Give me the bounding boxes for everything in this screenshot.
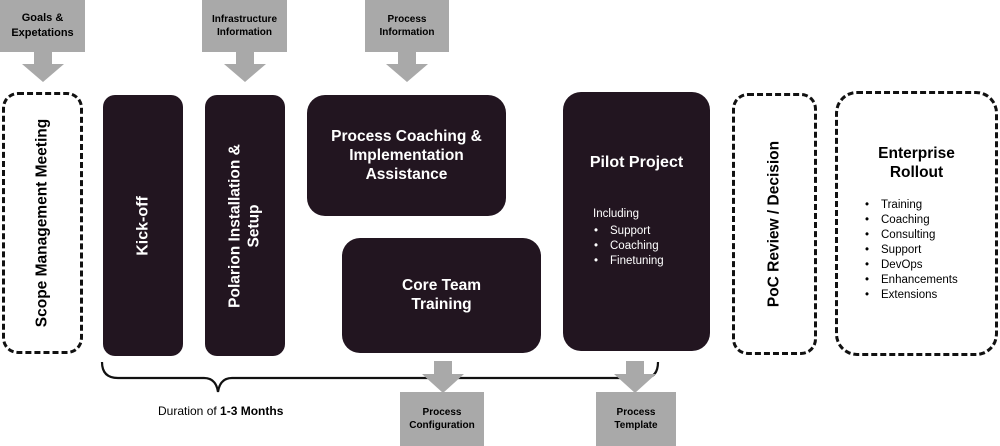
output-configuration-arrow-icon: [422, 361, 464, 393]
list-item: Finetuning: [594, 254, 664, 269]
input-goals-label: Goals & Expetations: [11, 12, 74, 39]
input-process-info: Process Information: [365, 0, 449, 52]
input-process-info-arrow-icon: [386, 52, 428, 82]
duration-label: Duration of 1-3 Months: [158, 404, 283, 418]
phase-process-coaching-label: Process Coaching & Implementation Assist…: [331, 128, 482, 183]
phase-poc-review: PoC Review / Decision: [732, 93, 817, 355]
list-item: Consulting: [865, 228, 958, 243]
list-item: Extensions: [865, 288, 958, 303]
output-template-arrow-icon: [614, 361, 656, 393]
phase-installation: Polarion Installation & Setup: [205, 95, 285, 356]
list-item: Support: [594, 224, 664, 239]
duration-value: 1-3 Months: [220, 404, 284, 418]
list-item: Coaching: [594, 239, 664, 254]
input-process-info-label: Process Information: [379, 13, 435, 39]
list-item: Support: [865, 243, 958, 258]
duration-prefix: Duration of: [158, 404, 221, 418]
input-goals-arrow-icon: [22, 52, 64, 82]
input-goals: Goals & Expetations: [0, 0, 85, 52]
phase-core-team-training: Core Team Training: [342, 238, 541, 353]
phase-scope-management-label: Scope Management Meeting: [33, 118, 51, 328]
list-item: DevOps: [865, 258, 958, 273]
phase-kickoff-label: Kick-off: [134, 195, 152, 256]
phase-installation-label: Polarion Installation & Setup: [226, 143, 262, 308]
input-infrastructure: Infrastructure Information: [202, 0, 287, 52]
list-item: Training: [865, 198, 958, 213]
output-configuration: Process Configuration: [400, 392, 484, 446]
duration-brace: [100, 361, 660, 393]
phase-enterprise-rollout-title: Enterprise Rollout: [878, 145, 955, 181]
list-item: Coaching: [865, 213, 958, 228]
phase-enterprise-rollout: Enterprise Rollout Training Coaching Con…: [835, 91, 998, 356]
phase-pilot-project-intro: Including: [593, 208, 640, 220]
output-template: Process Template: [596, 392, 676, 446]
input-infrastructure-arrow-icon: [224, 52, 266, 82]
list-item: Enhancements: [865, 273, 958, 288]
phase-pilot-project-list: Support Coaching Finetuning: [594, 224, 664, 269]
phase-core-team-training-label: Core Team Training: [402, 277, 481, 313]
output-configuration-label: Process Configuration: [409, 406, 475, 432]
phase-pilot-project: Pilot Project Including Support Coaching…: [563, 92, 710, 351]
input-infrastructure-label: Infrastructure Information: [211, 13, 277, 39]
phase-kickoff: Kick-off: [103, 95, 183, 356]
phase-process-coaching: Process Coaching & Implementation Assist…: [307, 95, 506, 216]
phase-enterprise-rollout-list: Training Coaching Consulting Support Dev…: [865, 198, 958, 303]
phase-pilot-project-title: Pilot Project: [589, 154, 684, 171]
output-template-label: Process Template: [614, 406, 658, 432]
phase-poc-review-label: PoC Review / Decision: [765, 140, 783, 308]
phase-scope-management: Scope Management Meeting: [2, 92, 83, 354]
